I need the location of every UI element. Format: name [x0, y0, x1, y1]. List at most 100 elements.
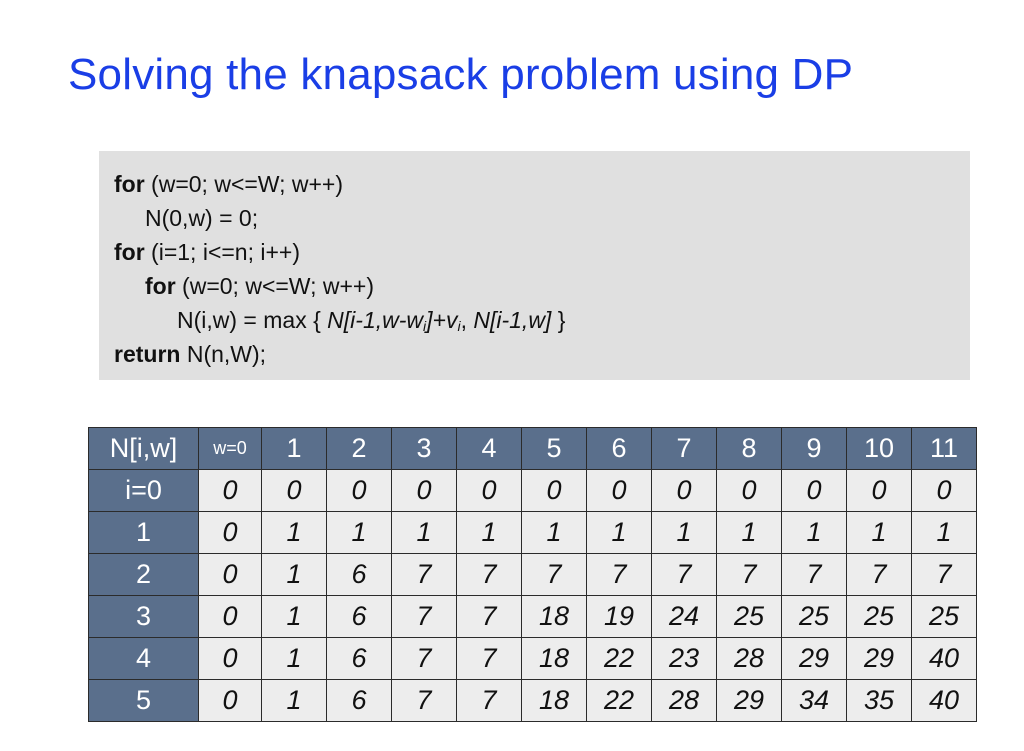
code-text-italic: ]+v	[426, 307, 458, 333]
table-cell: 7	[456, 553, 522, 596]
code-text: (w=0; w<=W; w++)	[175, 273, 375, 299]
table-cell: 1	[781, 511, 847, 554]
table-cell: 25	[846, 595, 912, 638]
table-cell: 25	[911, 595, 977, 638]
table-cell: 7	[456, 679, 522, 722]
table-cell: 7	[391, 637, 457, 680]
table-cell: 1	[456, 511, 522, 554]
code-text: ,	[460, 307, 474, 333]
table-cell: 19	[586, 595, 652, 638]
keyword-for: for	[145, 273, 176, 299]
corner-header: N[i,w]	[88, 427, 199, 470]
code-text: (w=0; w<=W; w++)	[144, 171, 344, 197]
table-cell: 6	[326, 637, 392, 680]
code-text: N(n,W);	[180, 341, 267, 367]
col-header: 6	[586, 427, 652, 470]
code-text: }	[551, 307, 566, 333]
table-cell: 35	[846, 679, 912, 722]
table-cell: 1	[846, 511, 912, 554]
table-cell: 0	[198, 595, 262, 638]
table-cell: 1	[326, 511, 392, 554]
slide-title: Solving the knapsack problem using DP	[68, 50, 854, 99]
row-label: 3	[88, 595, 199, 638]
table-cell: 7	[651, 553, 717, 596]
table-cell: 7	[521, 553, 587, 596]
table-cell: 18	[521, 595, 587, 638]
table-cell: 18	[521, 679, 587, 722]
col-header: w=0	[198, 427, 262, 470]
table-cell: 1	[261, 637, 327, 680]
keyword-return: return	[114, 341, 181, 367]
code-line-6: return N(n,W);	[99, 337, 970, 371]
code-text-italic: N[i-1,w-w	[327, 307, 424, 333]
row-label: 5	[88, 679, 199, 722]
keyword-for: for	[114, 239, 145, 265]
table-cell: 1	[391, 511, 457, 554]
col-header: 10	[846, 427, 912, 470]
table-cell: 0	[521, 469, 587, 512]
table-cell: 28	[716, 637, 782, 680]
table-cell: 7	[456, 595, 522, 638]
col-header: 5	[521, 427, 587, 470]
table-row: 5 0 1 6 7 7 18 22 28 29 34 35 40	[88, 679, 977, 722]
table-row: 3 0 1 6 7 7 18 19 24 25 25 25 25	[88, 595, 977, 638]
table-cell: 29	[781, 637, 847, 680]
table-cell: 22	[586, 679, 652, 722]
col-header: 4	[456, 427, 522, 470]
table-cell: 0	[198, 469, 262, 512]
table-cell: 1	[651, 511, 717, 554]
col-header: 8	[716, 427, 782, 470]
table-cell: 0	[456, 469, 522, 512]
table-cell: 1	[911, 511, 977, 554]
table-cell: 7	[391, 553, 457, 596]
table-cell: 18	[521, 637, 587, 680]
table-cell: 7	[781, 553, 847, 596]
table-cell: 7	[716, 553, 782, 596]
table-row: 1 0 1 1 1 1 1 1 1 1 1 1 1	[88, 511, 977, 554]
code-text: N(i,w) = max {	[177, 307, 328, 333]
table-cell: 34	[781, 679, 847, 722]
table-cell: 0	[911, 469, 977, 512]
table-cell: 23	[651, 637, 717, 680]
table-cell: 28	[651, 679, 717, 722]
code-line-4: for (w=0; w<=W; w++)	[99, 269, 970, 303]
table-cell: 7	[456, 637, 522, 680]
header-row: N[i,w] w=0 1 2 3 4 5 6 7 8 9 10 11	[88, 427, 977, 470]
row-label: i=0	[88, 469, 199, 512]
row-label: 1	[88, 511, 199, 554]
code-text-italic: N[i-1,w]	[473, 307, 552, 333]
row-label: 4	[88, 637, 199, 680]
code-block: for (w=0; w<=W; w++) N(0,w) = 0; for (i=…	[99, 151, 970, 380]
code-text: (i=1; i<=n; i++)	[144, 239, 301, 265]
col-header: 9	[781, 427, 847, 470]
table-cell: 40	[911, 637, 977, 680]
table-row: 4 0 1 6 7 7 18 22 23 28 29 29 40	[88, 637, 977, 680]
table-cell: 1	[521, 511, 587, 554]
col-header: 11	[911, 427, 977, 470]
table-cell: 40	[911, 679, 977, 722]
table-cell: 0	[198, 553, 262, 596]
table-cell: 0	[391, 469, 457, 512]
col-header: 3	[391, 427, 457, 470]
col-header: 1	[261, 427, 327, 470]
table-cell: 0	[781, 469, 847, 512]
table-cell: 1	[586, 511, 652, 554]
code-line-5: N(i,w) = max { N[i-1,w-wi]+vi, N[i-1,w] …	[99, 303, 970, 337]
table-cell: 0	[586, 469, 652, 512]
table-cell: 7	[391, 595, 457, 638]
table-cell: 6	[326, 553, 392, 596]
table-cell: 25	[781, 595, 847, 638]
table-cell: 25	[716, 595, 782, 638]
table-cell: 0	[198, 637, 262, 680]
table-cell: 7	[586, 553, 652, 596]
table-cell: 7	[846, 553, 912, 596]
dp-table: N[i,w] w=0 1 2 3 4 5 6 7 8 9 10 11 i=0 0…	[88, 427, 977, 722]
code-line-3: for (i=1; i<=n; i++)	[99, 235, 970, 269]
table-cell: 1	[261, 679, 327, 722]
table-cell: 0	[198, 679, 262, 722]
table-cell: 1	[261, 595, 327, 638]
table-cell: 0	[261, 469, 327, 512]
keyword-for: for	[114, 171, 145, 197]
table-cell: 7	[391, 679, 457, 722]
table-row: 2 0 1 6 7 7 7 7 7 7 7 7 7	[88, 553, 977, 596]
